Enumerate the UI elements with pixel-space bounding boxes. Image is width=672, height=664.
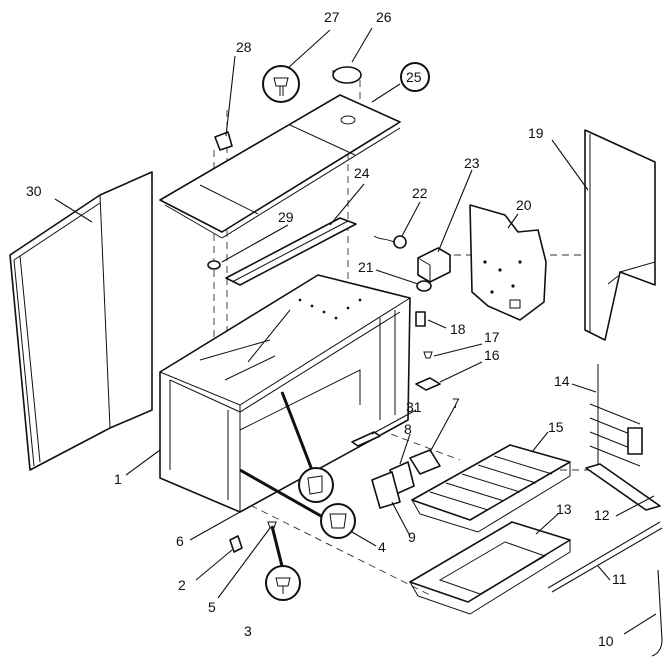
part-19-side-duct (584, 129, 656, 341)
callout-14: 14 (554, 373, 570, 389)
part-20-control-panel (469, 204, 547, 321)
callout-29: 29 (278, 209, 294, 225)
callout-10: 10 (598, 633, 614, 649)
part-15-tray (411, 444, 571, 533)
callout-30: 30 (26, 183, 42, 199)
part-26-cap (332, 66, 362, 84)
callout-labels: 27 26 28 25 19 23 24 30 22 20 29 21 18 1… (26, 9, 627, 649)
part-21-lamp (416, 280, 432, 292)
part-2-bracket (229, 535, 243, 553)
part-27-screw-detail (262, 65, 300, 103)
part-25-top-cover (159, 94, 401, 239)
part-29-clip (207, 260, 221, 270)
callout-1: 1 (114, 471, 122, 487)
callout-28: 28 (236, 39, 252, 55)
part-18-clip (415, 311, 426, 327)
part-31-bracket (351, 431, 381, 447)
callout-18: 18 (450, 321, 466, 337)
part-3-screw-detail (265, 525, 301, 601)
callout-24: 24 (354, 165, 370, 181)
callout-16: 16 (484, 347, 500, 363)
callout-11: 11 (612, 571, 627, 587)
part-4-bracket-detail (239, 391, 356, 539)
callout-9: 9 (408, 529, 416, 545)
part-12-rail (585, 463, 661, 511)
part-28-clip (214, 131, 233, 151)
callout-22: 22 (412, 185, 428, 201)
callout-25: 25 (406, 69, 422, 85)
part-16-clip (415, 377, 441, 391)
callout-4: 4 (378, 539, 386, 555)
callout-5: 5 (208, 599, 216, 615)
callout-13: 13 (556, 501, 572, 517)
part-11-strip (547, 521, 663, 593)
callout-23: 23 (464, 155, 480, 171)
callout-15: 15 (548, 419, 564, 435)
callout-20: 20 (516, 197, 532, 213)
callout-27: 27 (324, 9, 340, 25)
part-14-grille (589, 364, 643, 470)
part-7-bracket (409, 449, 441, 475)
part-1-cabinet-frame (159, 274, 411, 513)
part-23-switch (417, 247, 451, 283)
part-22-thermostat (373, 235, 407, 249)
leader-lines (54, 27, 657, 635)
part-13-base-pan (409, 521, 571, 615)
part-30-side-panel (9, 171, 153, 471)
part-24-bracket (225, 217, 357, 286)
callout-12: 12 (594, 507, 610, 523)
callout-17: 17 (484, 329, 500, 345)
callout-2: 2 (178, 577, 186, 593)
part-9-bracket (371, 471, 401, 509)
callout-21: 21 (358, 259, 374, 275)
callout-8: 8 (404, 421, 412, 437)
callout-26: 26 (376, 9, 392, 25)
callout-25-ring (400, 62, 430, 92)
part-17-screw (423, 351, 433, 359)
callout-3: 3 (244, 623, 252, 639)
part-10-strip (651, 569, 663, 657)
callout-19: 19 (528, 125, 544, 141)
callout-31: 31 (406, 399, 422, 415)
callout-6: 6 (176, 533, 184, 549)
callout-7: 7 (452, 395, 460, 411)
